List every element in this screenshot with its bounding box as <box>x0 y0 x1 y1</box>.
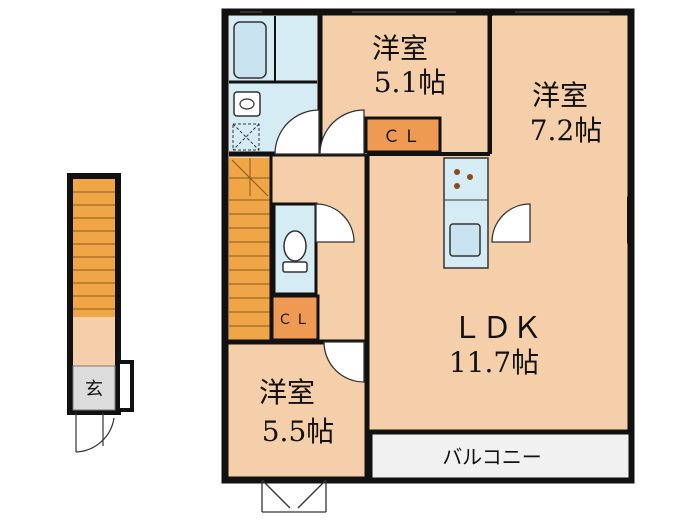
washbasin-icon <box>233 91 261 117</box>
ldk-room <box>370 158 627 430</box>
door-swings <box>274 109 531 383</box>
entrance-step <box>116 360 134 412</box>
closet-1-label: ＣＬ <box>383 127 423 147</box>
entrance-label: 玄 <box>85 379 103 400</box>
western-room-3-size: 5.5帖 <box>262 415 335 448</box>
balcony <box>367 429 634 483</box>
western-room-3-name: 洋室 <box>259 376 315 409</box>
washing-machine-icon <box>232 123 260 151</box>
sink-icon <box>449 223 481 257</box>
western-room-2-name: 洋室 <box>532 79 588 112</box>
bathtub-icon <box>233 21 267 79</box>
western-room-1-size: 5.1帖 <box>374 66 447 99</box>
ldk-name: ＬＤＫ <box>452 311 542 346</box>
balcony-label: バルコニー <box>442 445 542 469</box>
stove-icon <box>454 169 460 175</box>
western-room-2-size: 7.2帖 <box>530 114 603 147</box>
bottom-door <box>261 479 327 513</box>
ground-staircase <box>73 179 115 317</box>
western-room-1-name: 洋室 <box>372 32 428 65</box>
upper-floor: ＣＬ 洋室 5.1帖 ＣＬ 洋室 7.2帖 <box>221 8 635 513</box>
ground-floor: 玄 <box>67 173 134 453</box>
toilet-icon <box>283 230 307 262</box>
closet-3 <box>270 294 320 342</box>
ldk-size: 11.7帖 <box>449 346 539 379</box>
entrance-area <box>72 365 116 411</box>
closet-3-label: ＣＬ <box>278 312 312 328</box>
entrance-door <box>75 412 115 453</box>
